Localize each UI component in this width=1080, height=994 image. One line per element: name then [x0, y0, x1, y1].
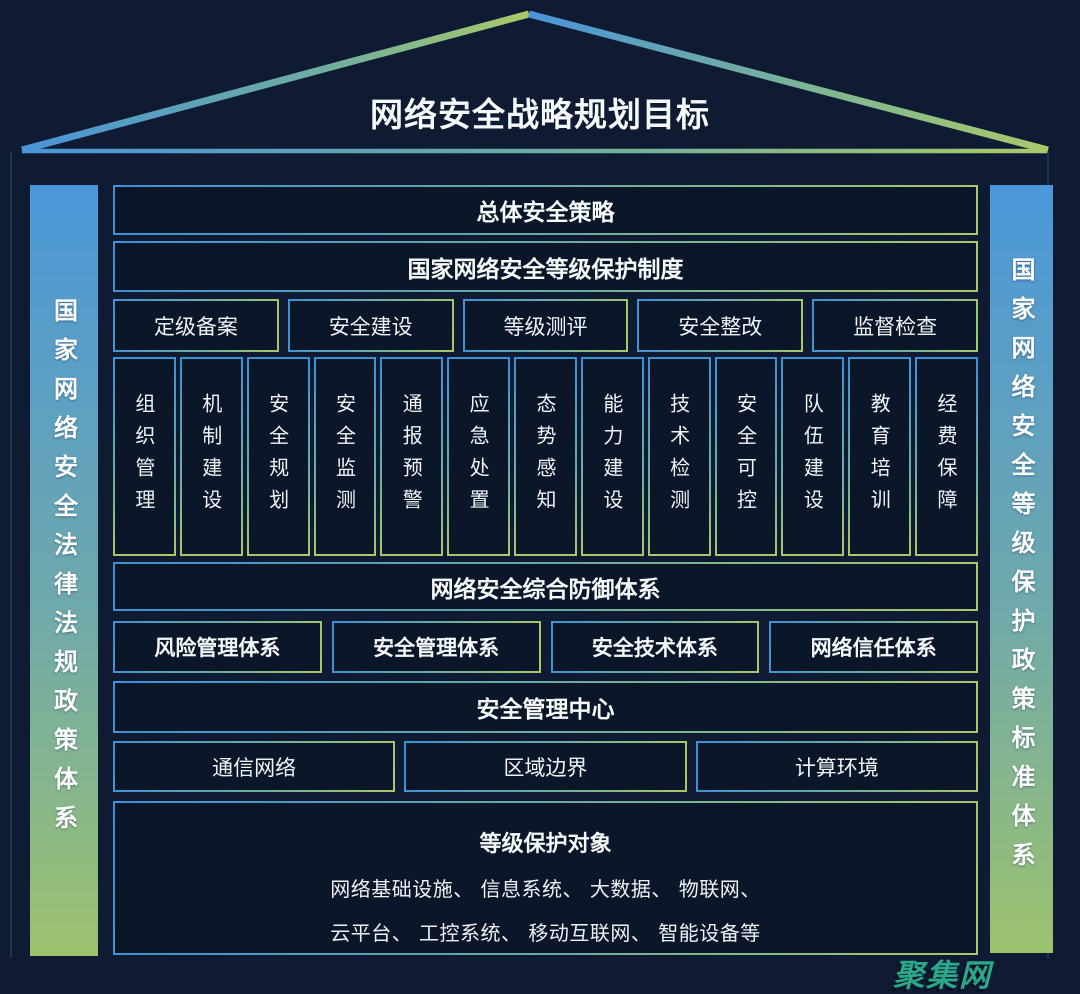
row-defense-system: 网络安全综合防御体系	[113, 562, 978, 611]
protection-domain-label: 计算环境	[794, 755, 879, 780]
box-capability: 安全可控	[714, 357, 778, 556]
capability-label: 队伍建设	[800, 392, 825, 521]
left-pillar: 国家网络安全法律法规政策体系	[30, 185, 98, 956]
box-mlps-step: 等级测评	[462, 299, 629, 352]
defense-subsystem-label: 风险管理体系	[154, 636, 281, 660]
row-overall-policy: 总体安全策略	[113, 185, 978, 235]
box-protection-objects: 等级保护对象 网络基础设施、 信息系统、 大数据、 物联网、 云平台、 工控系统…	[113, 801, 978, 955]
box-mlps-step: 安全整改	[637, 299, 804, 352]
box-defense-subsystem: 网络信任体系	[769, 621, 978, 673]
row-defense-subsystems: 风险管理体系 安全管理体系 安全技术体系 网络信任体系	[113, 621, 978, 673]
capability-label: 态势感知	[532, 392, 557, 521]
overall-policy-label: 总体安全策略	[476, 200, 615, 226]
mlps-step-label: 等级测评	[503, 314, 588, 339]
capability-label: 通报预警	[399, 392, 424, 521]
row-mlps-steps: 定级备案 安全建设 等级测评 安全整改 监督检查	[113, 299, 978, 352]
mlps-step-label: 监督检查	[853, 314, 938, 339]
box-defense-subsystem: 安全技术体系	[550, 621, 760, 673]
row-protection-objects: 等级保护对象 网络基础设施、 信息系统、 大数据、 物联网、 云平台、 工控系统…	[113, 801, 978, 955]
row-security-mgmt-center: 安全管理中心	[113, 681, 978, 733]
box-mlps-step: 安全建设	[287, 299, 454, 352]
box-mlps-system: 国家网络安全等级保护制度	[113, 241, 978, 292]
box-protection-domain: 区域边界	[404, 741, 687, 792]
box-capability: 队伍建设	[781, 357, 845, 556]
security-mgmt-center-label: 安全管理中心	[476, 697, 615, 723]
box-mlps-step: 定级备案	[113, 299, 279, 352]
protection-objects-line: 网络基础设施、 信息系统、 大数据、 物联网、	[330, 877, 761, 901]
defense-subsystem-label: 网络信任体系	[810, 636, 937, 660]
mlps-step-label: 安全整改	[678, 314, 763, 339]
box-capability: 机制建设	[179, 357, 243, 556]
capability-label: 安全监测	[332, 392, 357, 521]
box-capability: 态势感知	[514, 357, 577, 556]
row-mlps-system: 国家网络安全等级保护制度	[113, 241, 978, 292]
capability-label: 组织管理	[131, 392, 156, 521]
right-pillar: 国家网络安全等级保护政策标准体系	[990, 185, 1053, 953]
row-capability-columns: 组织管理 机制建设 安全规划 安全监测 通报预警 应急处置 态势感知 能力建设 …	[113, 357, 978, 556]
box-capability: 教育培训	[848, 357, 912, 556]
box-capability: 安全监测	[313, 357, 377, 556]
capability-label: 应急处置	[466, 392, 491, 521]
box-capability: 能力建设	[580, 357, 644, 556]
capability-label: 安全可控	[733, 392, 758, 521]
box-overall-policy: 总体安全策略	[113, 185, 978, 235]
box-capability: 经费保障	[915, 357, 978, 556]
mlps-step-label: 安全建设	[328, 314, 413, 339]
protection-objects-title: 等级保护对象	[479, 832, 612, 857]
roof-outline-icon	[21, 10, 1049, 154]
box-security-mgmt-center: 安全管理中心	[113, 681, 978, 733]
box-capability: 应急处置	[447, 357, 511, 556]
protection-domain-label: 通信网络	[212, 755, 297, 780]
capability-label: 机制建设	[198, 392, 223, 521]
protection-objects-line: 云平台、 工控系统、 移动互联网、 智能设备等	[330, 921, 761, 945]
defense-subsystem-label: 安全技术体系	[591, 636, 718, 660]
capability-label: 技术检测	[666, 392, 691, 521]
row-protection-domains: 通信网络 区域边界 计算环境	[113, 741, 978, 792]
box-protection-domain: 通信网络	[113, 741, 396, 792]
watermark-logo: 聚集网	[893, 958, 992, 994]
box-mlps-step: 监督检查	[812, 299, 978, 352]
capability-label: 能力建设	[599, 392, 624, 521]
box-capability: 技术检测	[647, 357, 711, 556]
box-capability: 组织管理	[113, 357, 176, 556]
box-capability: 安全规划	[246, 357, 310, 556]
mlps-system-label: 国家网络安全等级保护制度	[407, 256, 684, 283]
page-title: 网络安全战略规划目标	[370, 95, 710, 134]
capability-label: 教育培训	[867, 392, 892, 521]
capability-label: 安全规划	[265, 392, 290, 521]
protection-domain-label: 区域边界	[503, 755, 588, 780]
left-wall-line	[10, 152, 12, 958]
box-capability: 通报预警	[380, 357, 444, 556]
capability-label: 经费保障	[934, 392, 959, 521]
box-defense-subsystem: 安全管理体系	[331, 621, 541, 673]
defense-system-label: 网络安全综合防御体系	[430, 576, 661, 603]
box-protection-domain: 计算环境	[695, 741, 978, 792]
right-pillar-label: 国家网络安全等级保护政策标准体系	[1007, 257, 1035, 881]
left-pillar-label: 国家网络安全法律法规政策体系	[49, 297, 78, 844]
box-defense-system: 网络安全综合防御体系	[113, 562, 978, 611]
defense-subsystem-label: 安全管理体系	[373, 636, 500, 660]
mlps-step-label: 定级备案	[153, 314, 238, 339]
box-defense-subsystem: 风险管理体系	[113, 621, 322, 673]
